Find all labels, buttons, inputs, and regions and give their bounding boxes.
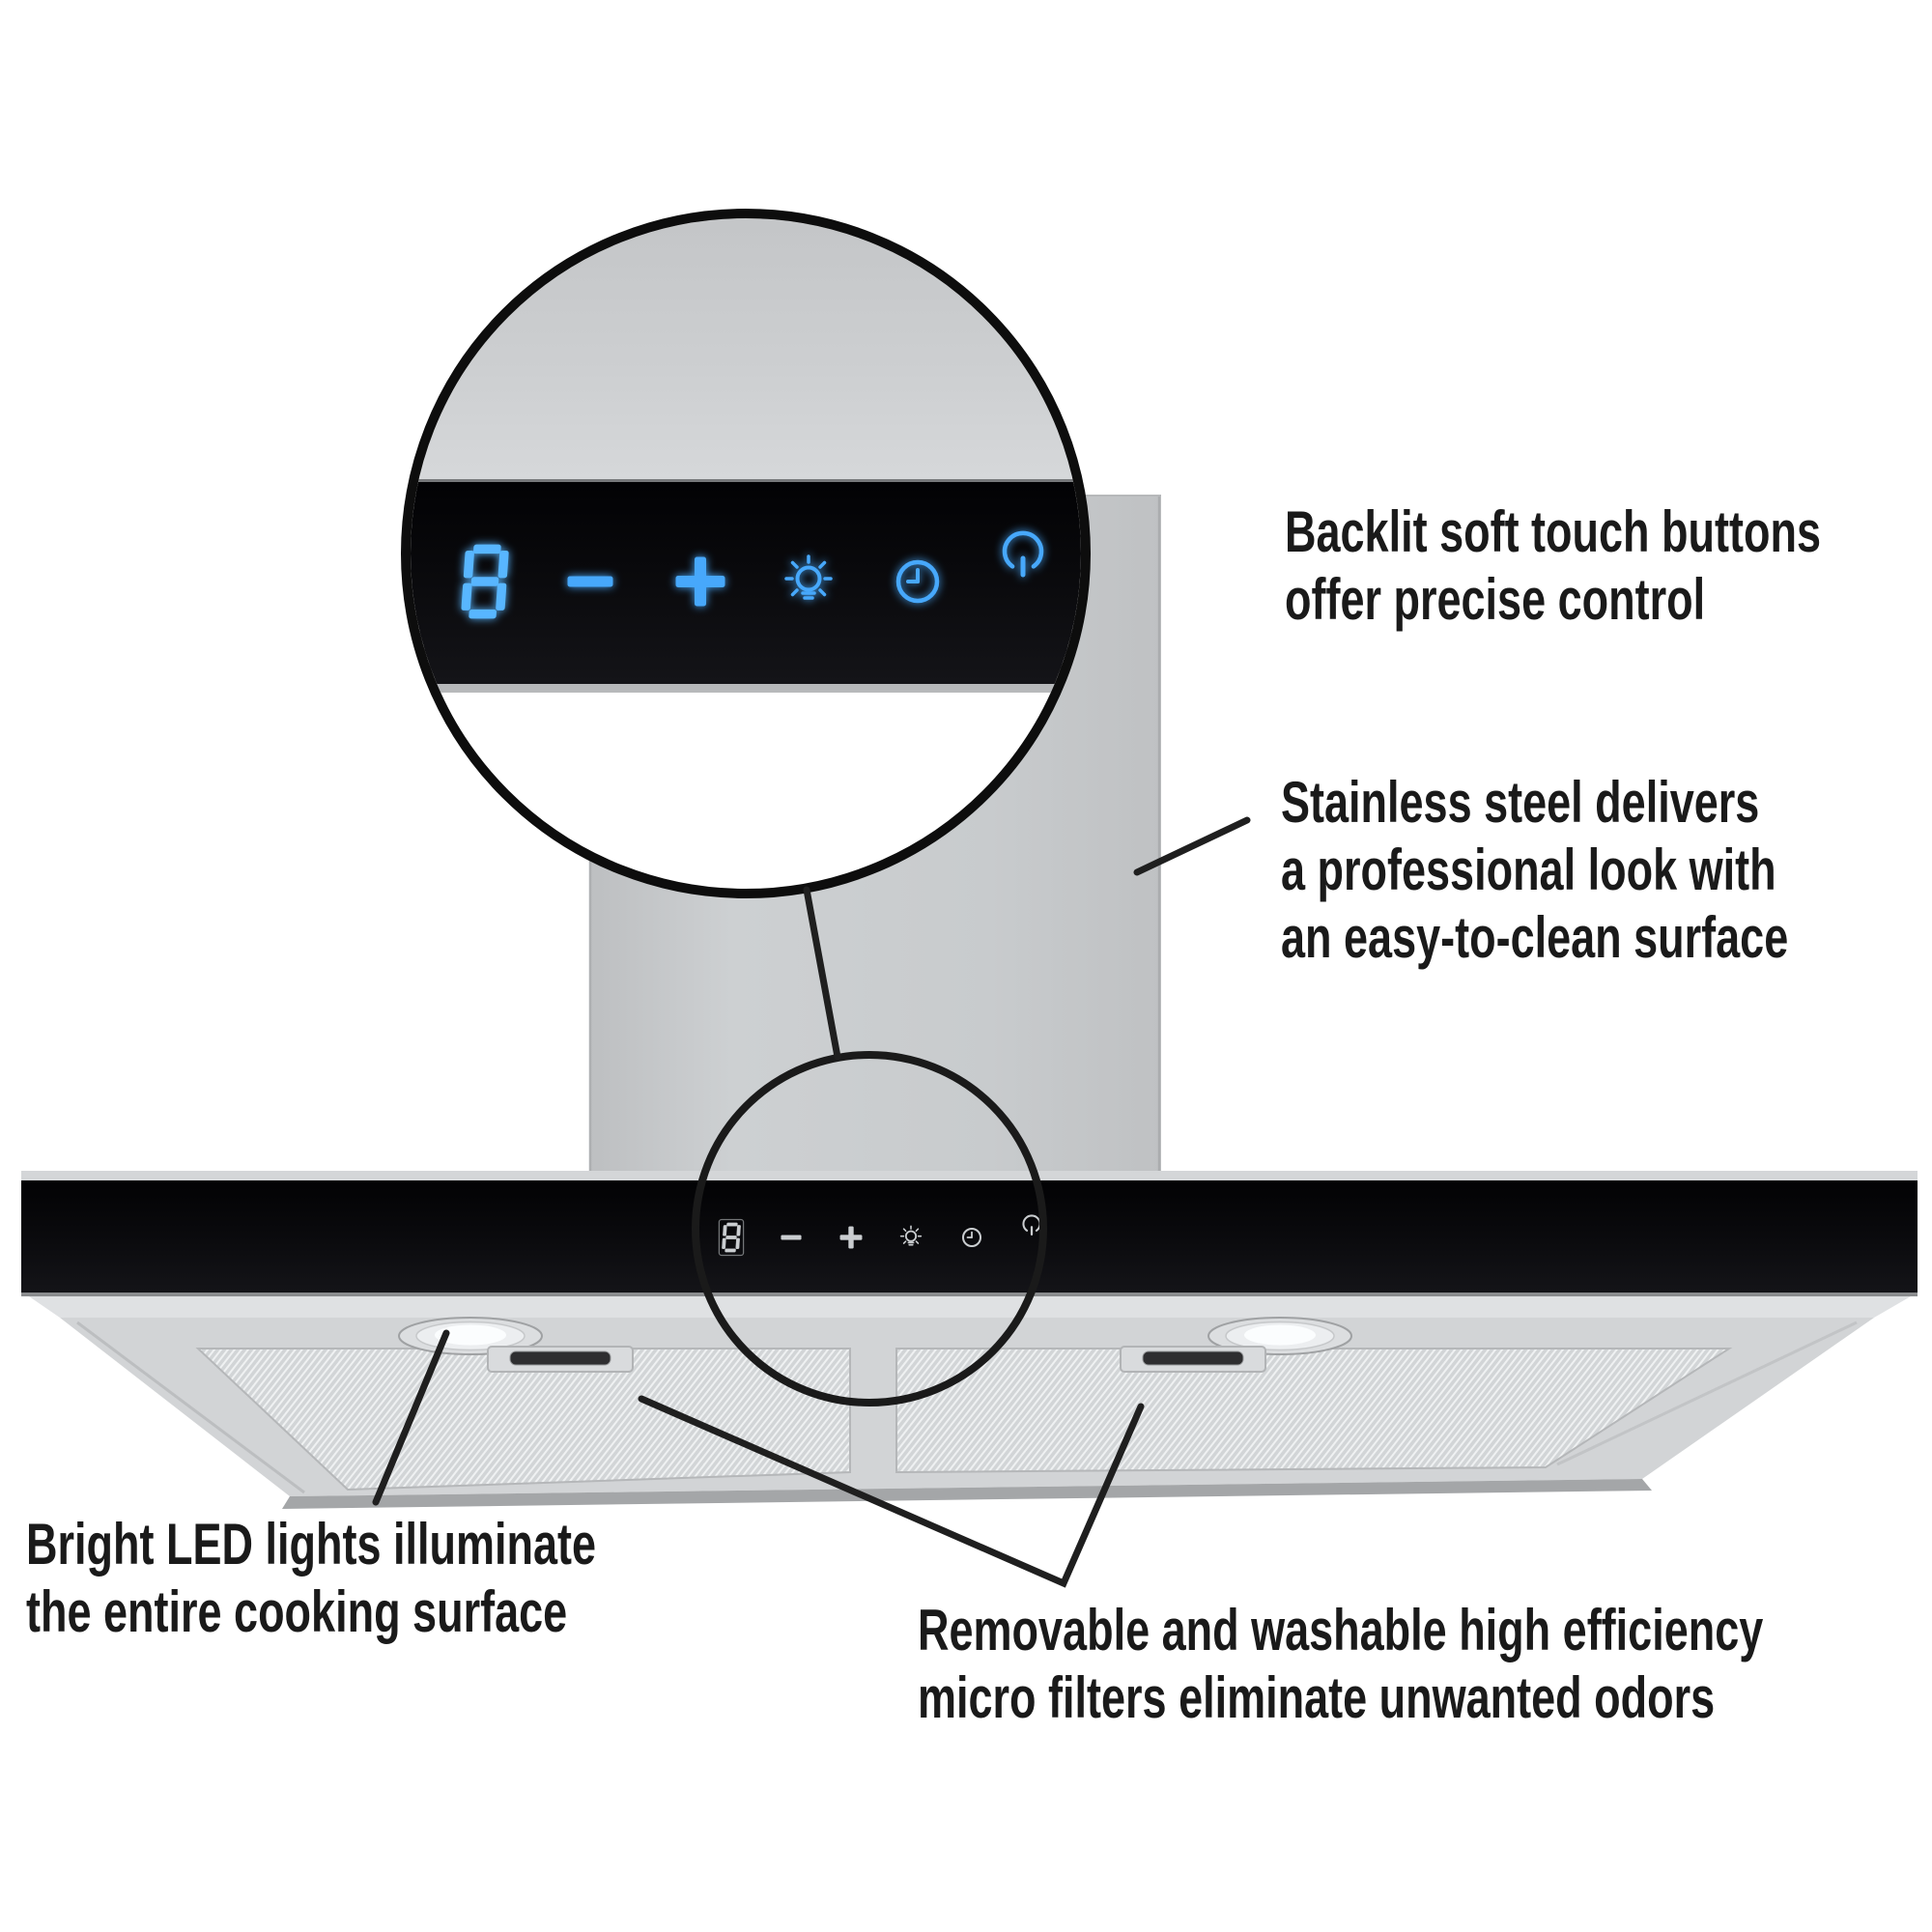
magnified-stainless-surface	[411, 218, 1081, 481]
hood-bottom-rim	[282, 1479, 1652, 1509]
led-callout-line	[372, 1329, 450, 1506]
magnified-black-panel	[411, 482, 1081, 684]
caption-line: micro filters eliminate unwanted odors	[918, 1665, 1716, 1730]
caption-line: a professional look with	[1281, 838, 1776, 902]
left-led-light	[398, 1317, 543, 1355]
stainless-callout-line	[1133, 816, 1251, 876]
magnified-control-panel	[401, 209, 1091, 898]
highlight-ring	[692, 1051, 1047, 1406]
caption-line: offer precise control	[1285, 567, 1706, 632]
caption-line: Bright LED lights illuminate	[26, 1512, 597, 1577]
hood-control-strip	[718, 1214, 1041, 1257]
right-led-light	[1208, 1317, 1352, 1355]
caption-backlit-buttons: Backlit soft touch buttons offer precise…	[1285, 498, 1821, 634]
caption-led-lights: Bright LED lights illuminate the entire …	[26, 1511, 596, 1646]
caption-micro-filters: Removable and washable high efficiency m…	[918, 1597, 1763, 1732]
magnifier-connector-line	[803, 886, 841, 1061]
hood-body	[21, 1171, 1918, 1509]
panel-minus-icon	[781, 1235, 802, 1240]
panel-speed-display	[718, 1218, 745, 1257]
magnifier-ring	[401, 209, 1091, 898]
caption-line: Backlit soft touch buttons	[1285, 499, 1821, 564]
filters-callout-line	[638, 1395, 1145, 1588]
hood-top-edge	[21, 1171, 1918, 1180]
right-grease-filter	[895, 1348, 1733, 1474]
right-filter-handle	[1120, 1346, 1266, 1373]
hood-front-rim	[29, 1296, 1911, 1318]
magnified-minus-icon	[567, 576, 613, 587]
control-panel-band	[21, 1180, 1918, 1293]
caption-stainless-steel: Stainless steel delivers a professional …	[1281, 769, 1788, 972]
caption-line: Stainless steel delivers	[1281, 770, 1760, 835]
left-filter-handle	[487, 1346, 634, 1373]
caption-line: the entire cooking surface	[26, 1579, 568, 1644]
caption-line: an easy-to-clean surface	[1281, 905, 1789, 970]
caption-line: Removable and washable high efficiency	[918, 1598, 1764, 1662]
